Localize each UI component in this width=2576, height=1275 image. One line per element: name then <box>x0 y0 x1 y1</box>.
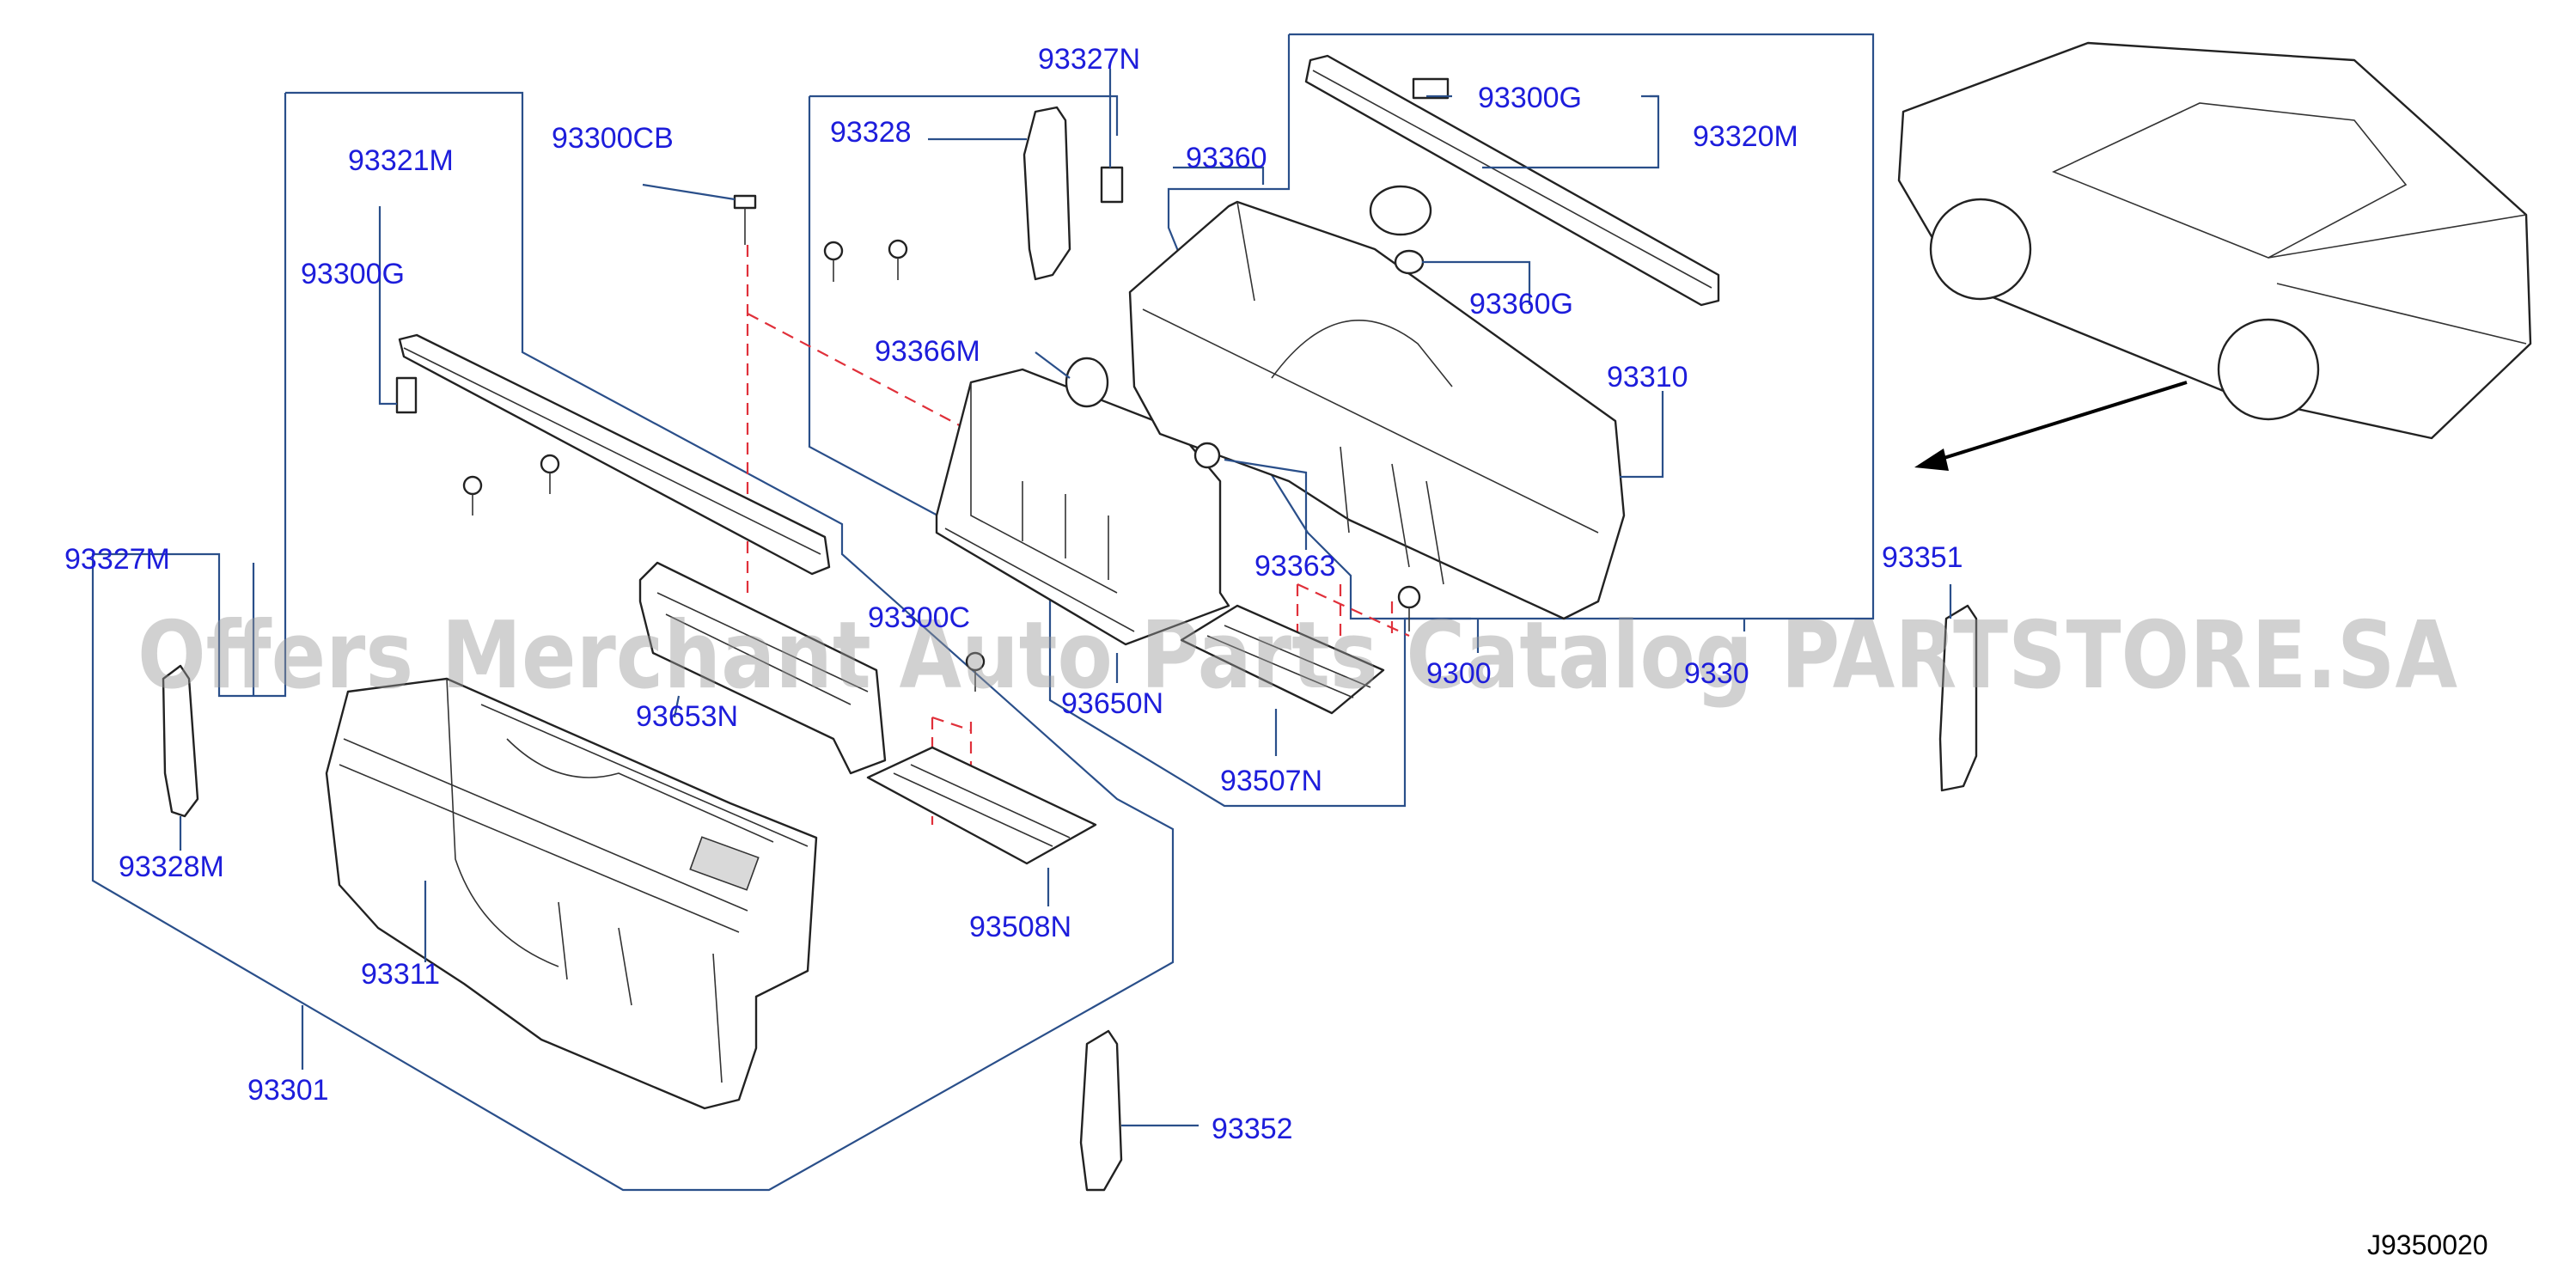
side-stiffener-part <box>638 561 887 775</box>
watermark: Offers Merchant Auto Parts Catalog PARTS… <box>137 602 2457 710</box>
floor-plate-center-part <box>1180 604 1385 715</box>
label-93327N[interactable]: 93327N <box>1038 43 1140 76</box>
label-93650N[interactable]: 93650N <box>1061 687 1163 720</box>
screw-left-1 <box>823 241 844 282</box>
clip-93327N <box>1100 166 1124 204</box>
label-93352[interactable]: 93352 <box>1212 1113 1293 1145</box>
label-93327M[interactable]: 93327M <box>64 543 170 576</box>
clip-93300G-left <box>395 376 418 414</box>
label-93311[interactable]: 93311 <box>361 958 440 991</box>
label-93300G-left[interactable]: 93300G <box>301 258 405 290</box>
floor-plate-rear-part <box>866 746 1097 865</box>
corner-bracket-93352 <box>1079 1029 1123 1192</box>
corner-bracket-93328 <box>1022 106 1071 281</box>
label-93360[interactable]: 93360 <box>1186 142 1267 174</box>
top-rail-left-part <box>398 333 831 576</box>
label-93300C[interactable]: 93300C <box>868 601 970 634</box>
screw-left-2 <box>888 239 908 280</box>
bolt-93300CB <box>733 194 757 245</box>
label-93300CB[interactable]: 93300CB <box>552 122 674 155</box>
label-93301[interactable]: 93301 <box>247 1074 329 1107</box>
diagram-code: J9350020 <box>2367 1229 2488 1260</box>
label-93328[interactable]: 93328 <box>830 116 912 149</box>
cap-93360 <box>1369 185 1432 236</box>
label-9300-partial[interactable]: 9300 <box>1426 657 1492 690</box>
screw-rail-1 <box>462 475 483 515</box>
label-93321M[interactable]: 93321M <box>348 144 454 177</box>
label-93507N[interactable]: 93507N <box>1220 765 1322 797</box>
corner-bracket-93351 <box>1938 604 1978 792</box>
label-93351[interactable]: 93351 <box>1882 541 1963 574</box>
part-labels: 93327N 93300CB 93328 93321M 93300G 93360… <box>64 43 1963 1145</box>
bed-side-panel-right-part <box>1128 200 1626 620</box>
label-93508N[interactable]: 93508N <box>969 911 1071 943</box>
clip-93363 <box>1193 442 1221 469</box>
label-93360G[interactable]: 93360G <box>1469 288 1573 320</box>
label-93300G-right[interactable]: 93300G <box>1478 82 1582 114</box>
bed-side-panel-left-part <box>325 677 818 1110</box>
corner-bracket-93328M <box>162 664 199 818</box>
leader-lines <box>179 69 1952 1127</box>
group-frames <box>91 33 1875 1192</box>
truck-reference-illustration <box>1897 41 2532 471</box>
label-93310[interactable]: 93310 <box>1607 361 1688 393</box>
clip-93300G-right <box>1412 77 1450 100</box>
label-93366M[interactable]: 93366M <box>875 335 980 368</box>
top-rail-right-part <box>1304 54 1720 307</box>
label-93363[interactable]: 93363 <box>1254 550 1336 583</box>
fasteners <box>395 77 1450 692</box>
corner-brackets <box>162 106 1978 1192</box>
label-93653N[interactable]: 93653N <box>636 700 738 733</box>
label-9330-partial[interactable]: 9330 <box>1684 657 1749 690</box>
screw-rail-2 <box>540 454 560 494</box>
bolt-right <box>1397 585 1421 631</box>
grommet-93366M <box>1065 357 1109 408</box>
bolt-93300C <box>965 651 986 692</box>
plug-93360G <box>1394 249 1425 275</box>
label-93320M[interactable]: 93320M <box>1693 120 1798 153</box>
label-93328M[interactable]: 93328M <box>119 851 224 883</box>
front-inner-panel-part <box>935 368 1230 646</box>
